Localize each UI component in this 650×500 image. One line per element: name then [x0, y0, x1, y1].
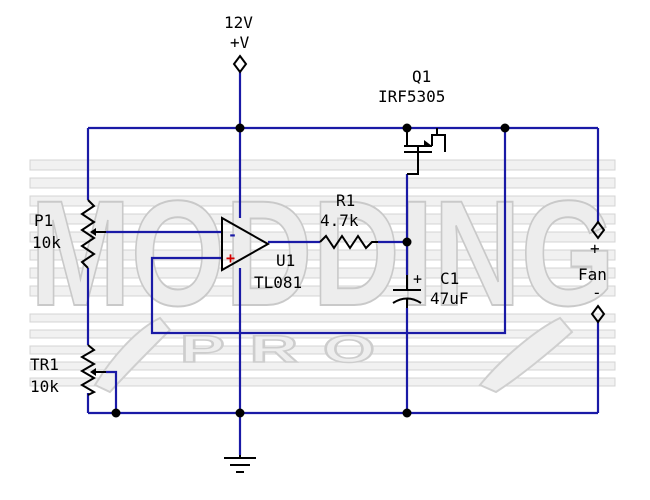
p1-potentiometer: P1 10k: [32, 199, 106, 269]
junction-dot: [235, 123, 245, 133]
junction-dot: [235, 408, 245, 418]
fan-plus-label: +: [590, 239, 600, 258]
watermark-plug-right: [478, 316, 574, 394]
watermark-stripes: [29, 159, 616, 387]
supply-symbol-label: +V: [230, 33, 250, 52]
wires: [86, 70, 600, 455]
junction-dot: [111, 408, 121, 418]
fan-connector: + Fan -: [578, 220, 607, 324]
watermark: MODDING PRO: [29, 159, 616, 394]
c1-value-label: 47uF: [430, 289, 469, 308]
junction-dot: [402, 408, 412, 418]
watermark-plug-left: [93, 316, 172, 394]
q1-ref-label: Q1: [412, 67, 431, 86]
p1-ref-label: P1: [34, 211, 53, 230]
opamp-noninverting-pin: +: [226, 249, 235, 267]
c1-ref-label: C1: [440, 269, 459, 288]
u1-ref-label: U1: [276, 251, 295, 270]
q1-mosfet: Q1 IRF5305: [378, 67, 446, 175]
tr1-value-label: 10k: [30, 377, 59, 396]
u1-opamp: - + U1 TL081: [221, 216, 302, 292]
r1-ref-label: R1: [336, 191, 355, 210]
junction-dot: [500, 123, 510, 133]
c1-capacitor: + C1 47uF: [392, 269, 469, 308]
junction-dots: [111, 123, 510, 418]
fan-minus-label: -: [592, 283, 602, 302]
p1-value-label: 10k: [32, 233, 61, 252]
u1-part-label: TL081: [254, 273, 302, 292]
junction-dot: [402, 237, 412, 247]
watermark-text: MODDING: [30, 169, 615, 337]
q1-part-label: IRF5305: [378, 87, 445, 106]
opamp-inverting-pin: -: [228, 226, 237, 244]
fan-label: Fan: [578, 265, 607, 284]
ground-symbol: [224, 455, 256, 473]
tr1-trimmer: TR1 10k: [30, 344, 106, 396]
supply-terminal: 12V +V: [224, 13, 253, 74]
r1-value-label: 4.7k: [320, 211, 359, 230]
tr1-ref-label: TR1: [30, 355, 59, 374]
supply-voltage-label: 12V: [224, 13, 253, 32]
c1-polarity-label: +: [413, 270, 422, 288]
r1-resistor: R1 4.7k: [319, 191, 378, 250]
watermark-subtext: PRO: [180, 329, 400, 371]
